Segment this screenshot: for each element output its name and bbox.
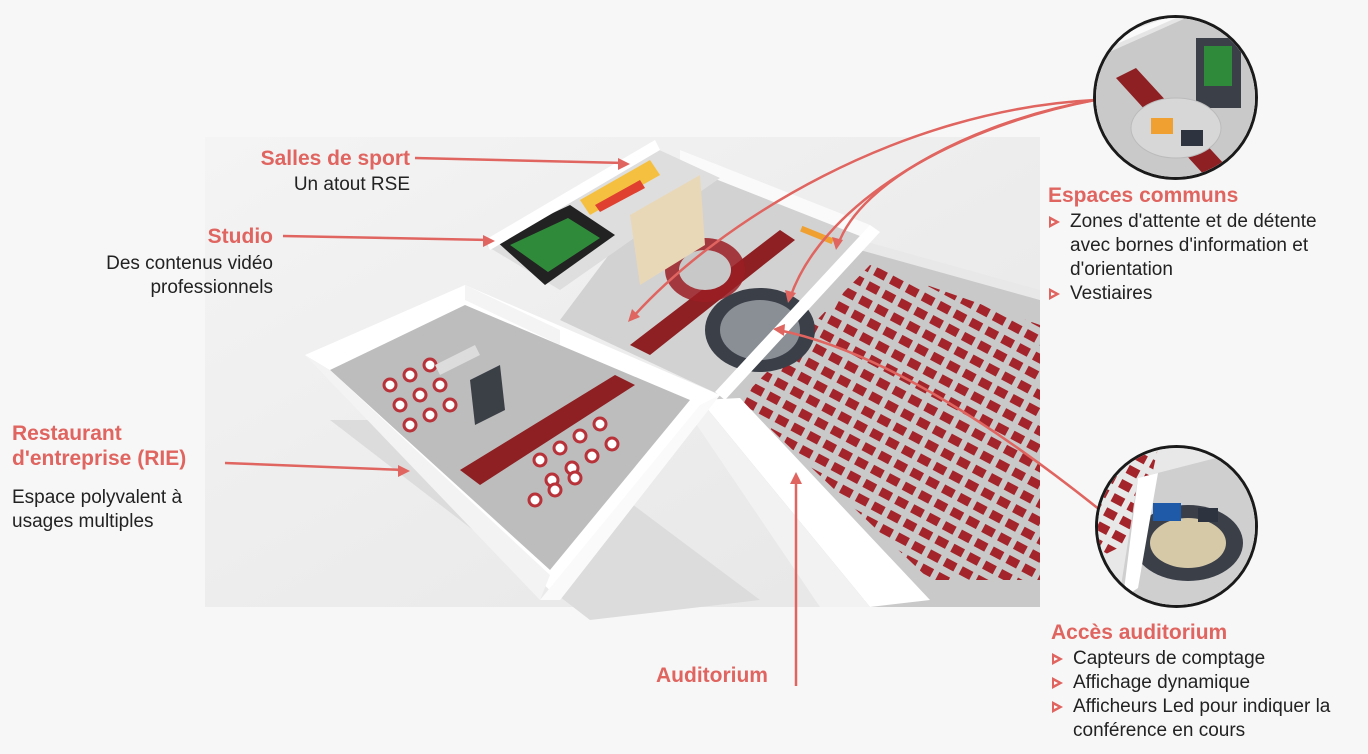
acces-auditorium-title: Accès auditorium bbox=[1051, 621, 1228, 644]
auditorium-title: Auditorium bbox=[656, 664, 768, 687]
acces-auditorium-item: Afficheurs Led pour indiquer la conféren… bbox=[1051, 695, 1361, 743]
restaurant-text-line2: usages multiples bbox=[12, 511, 154, 532]
acces-auditorium-inset-image bbox=[1098, 448, 1255, 605]
studio-text-line2: professionnels bbox=[150, 277, 273, 298]
auditorium-block bbox=[690, 240, 1040, 607]
espaces-communs-inset bbox=[1093, 15, 1258, 180]
acces-auditorium-item: Capteurs de comptage bbox=[1051, 647, 1361, 671]
callout-arrows bbox=[224, 98, 1101, 686]
restaurant-title-line1: Restaurant bbox=[12, 422, 122, 445]
salles-sport-title: Salles de sport bbox=[260, 147, 410, 170]
studio-title: Studio bbox=[207, 225, 273, 248]
espaces-communs-item: Zones d'attente et de détente avec borne… bbox=[1048, 210, 1353, 282]
studio-text: Des contenus vidéo professionnels bbox=[106, 252, 273, 300]
restaurant-title: Restaurant d'entreprise (RIE) bbox=[12, 421, 186, 471]
acces-auditorium-list: Capteurs de comptage Affichage dynamique… bbox=[1051, 647, 1361, 743]
restaurant-block bbox=[305, 285, 720, 600]
salles-sport-text: Un atout RSE bbox=[293, 174, 410, 195]
arrow-heads bbox=[398, 158, 843, 484]
sport-studio-block bbox=[485, 140, 720, 290]
espaces-communs-list: Zones d'attente et de détente avec borne… bbox=[1048, 210, 1353, 306]
acces-auditorium-inset bbox=[1095, 445, 1258, 608]
espaces-communs-title: Espaces communs bbox=[1048, 184, 1239, 207]
espaces-communs-inset-image bbox=[1096, 18, 1255, 177]
restaurant-text: Espace polyvalent à usages multiples bbox=[12, 486, 182, 534]
restaurant-title-line2: d'entreprise (RIE) bbox=[12, 447, 187, 470]
restaurant-text-line1: Espace polyvalent à bbox=[12, 487, 183, 508]
studio-text-line1: Des contenus vidéo bbox=[106, 253, 273, 274]
espaces-communs-item: Vestiaires bbox=[1048, 282, 1353, 306]
acces-auditorium-item: Affichage dynamique bbox=[1051, 671, 1361, 695]
